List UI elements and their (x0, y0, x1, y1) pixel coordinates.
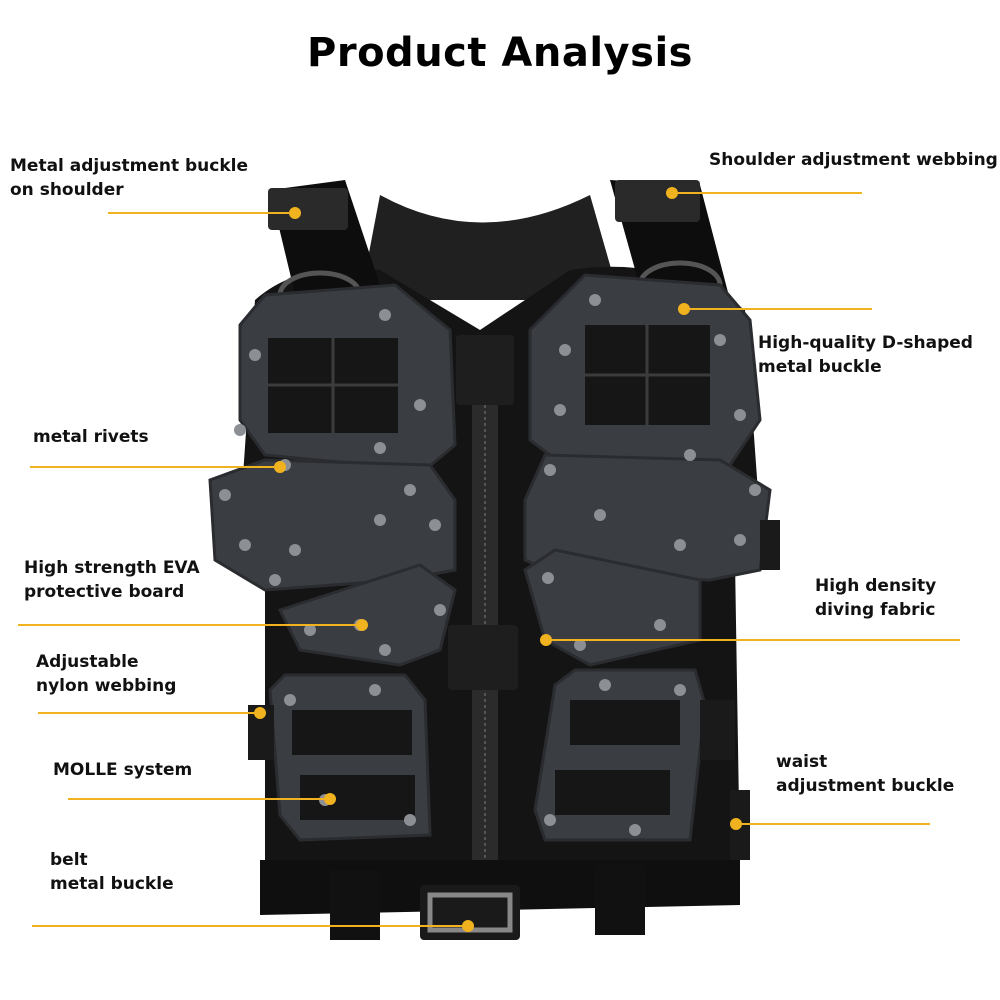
callout-line: on shoulder (10, 180, 124, 200)
callout-waist-buckle: waist adjustment buckle (776, 750, 954, 798)
callout-line: MOLLE system (53, 760, 193, 780)
callout-shoulder-webbing: Shoulder adjustment webbing (709, 148, 998, 172)
callout-line: adjustment buckle (776, 776, 955, 796)
callout-shoulder-buckle: Metal adjustment buckle on shoulder (10, 154, 248, 202)
callout-rivets: metal rivets (33, 425, 149, 449)
page-title: Product Analysis (307, 30, 693, 76)
callout-line: metal buckle (758, 357, 882, 377)
callout-line: High density (815, 576, 937, 596)
callout-line: protective board (24, 582, 185, 602)
callout-line: High-quality D-shaped (758, 333, 973, 353)
callout-d-buckle: High-quality D-shaped metal buckle (758, 331, 973, 379)
callout-belt-buckle: belt metal buckle (50, 848, 174, 896)
callout-line: Metal adjustment buckle (10, 156, 249, 176)
callout-line: High strength EVA (24, 558, 200, 578)
callout-line: metal rivets (33, 427, 149, 447)
callout-line: nylon webbing (36, 676, 177, 696)
callout-line: belt (50, 850, 88, 870)
callout-line: Shoulder adjustment webbing (709, 150, 998, 170)
callout-line: metal buckle (50, 874, 174, 894)
callout-eva-board: High strength EVA protective board (24, 556, 200, 604)
callout-diving-fabric: High density diving fabric (815, 574, 936, 622)
callout-line: diving fabric (815, 600, 936, 620)
callout-line: waist (776, 752, 828, 772)
callout-line: Adjustable (36, 652, 139, 672)
callout-nylon-webbing: Adjustable nylon webbing (36, 650, 176, 698)
callout-molle: MOLLE system (53, 758, 192, 782)
